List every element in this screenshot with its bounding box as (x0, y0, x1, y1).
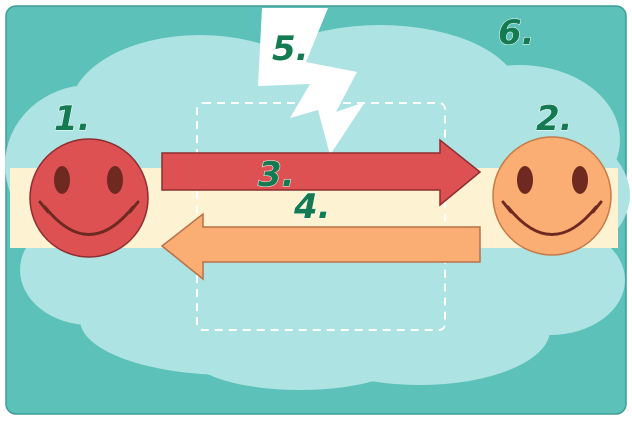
label-environment: 6. (498, 13, 535, 53)
label-person-a: 1. (54, 99, 91, 139)
label-person-b: 2. (536, 99, 573, 139)
person-b-smiley-icon (492, 136, 612, 256)
person-a-smiley-icon (29, 138, 149, 258)
label-arrow-bottom: 4. (293, 187, 331, 227)
label-arrow-top: 3. (258, 155, 295, 195)
lightning-bolt-icon (258, 8, 365, 155)
label-lightning: 5. (272, 29, 309, 69)
arrow-bottom (160, 212, 481, 281)
arrow-top (161, 138, 482, 207)
